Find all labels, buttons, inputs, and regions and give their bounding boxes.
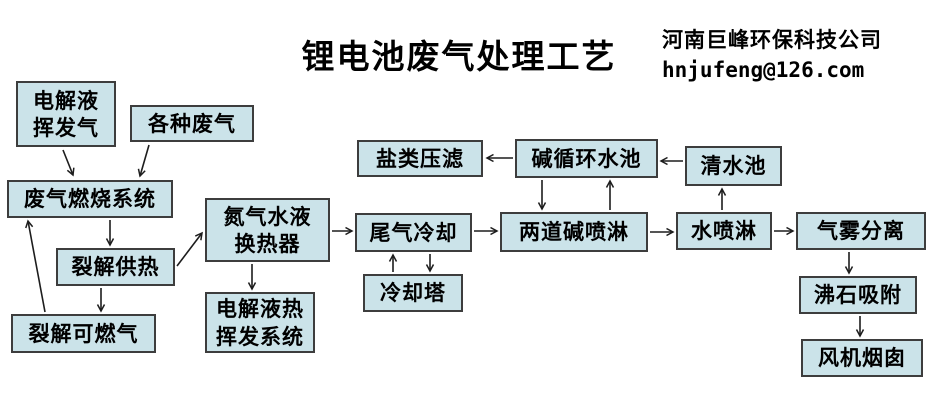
arrow-fuel-gas-to-combustion <box>25 219 46 313</box>
node-electrolyte-thermal-system: 电解液热 挥发系统 <box>205 292 315 353</box>
node-cracking-fuel-gas: 裂解可燃气 <box>11 314 156 353</box>
node-water-spray: 水喷淋 <box>676 212 772 250</box>
node-cooling-tower: 冷却塔 <box>363 274 463 312</box>
node-fan-chimney: 风机烟囱 <box>801 339 923 377</box>
node-tail-gas-cooling: 尾气冷却 <box>355 213 472 252</box>
arrow-various-waste-to-combustion <box>137 144 150 178</box>
arrow-cracking-heat-to-exchanger <box>176 231 203 267</box>
arrow-electrolyte-vapor-to-combustion <box>62 149 75 177</box>
node-various-waste-gas: 各种废气 <box>130 105 254 142</box>
node-alkali-circulation-pool: 碱循环水池 <box>515 139 658 178</box>
node-electrolyte-vapor-gas: 电解液 挥发气 <box>16 81 116 147</box>
node-zeolite-adsorption: 沸石吸附 <box>799 276 917 314</box>
node-gas-mist-separation: 气雾分离 <box>796 212 926 250</box>
node-cracking-heat-supply: 裂解供热 <box>56 248 175 286</box>
company-info: 河南巨峰环保科技公司 hnjufeng@126.com <box>662 24 949 82</box>
node-double-alkali-spray: 两道碱喷淋 <box>500 212 648 252</box>
node-waste-gas-combustion-system: 废气燃烧系统 <box>7 180 173 218</box>
company-name: 河南巨峰环保科技公司 <box>662 29 882 52</box>
node-salt-press-filter: 盐类压滤 <box>357 140 483 177</box>
page-title: 锂电池废气处理工艺 <box>301 37 617 76</box>
node-nitrogen-water-heat-exchanger: 氮气水液 换热器 <box>205 198 330 262</box>
company-email: hnjufeng@126.com <box>662 58 865 82</box>
node-clean-water-pool: 清水池 <box>685 146 782 186</box>
